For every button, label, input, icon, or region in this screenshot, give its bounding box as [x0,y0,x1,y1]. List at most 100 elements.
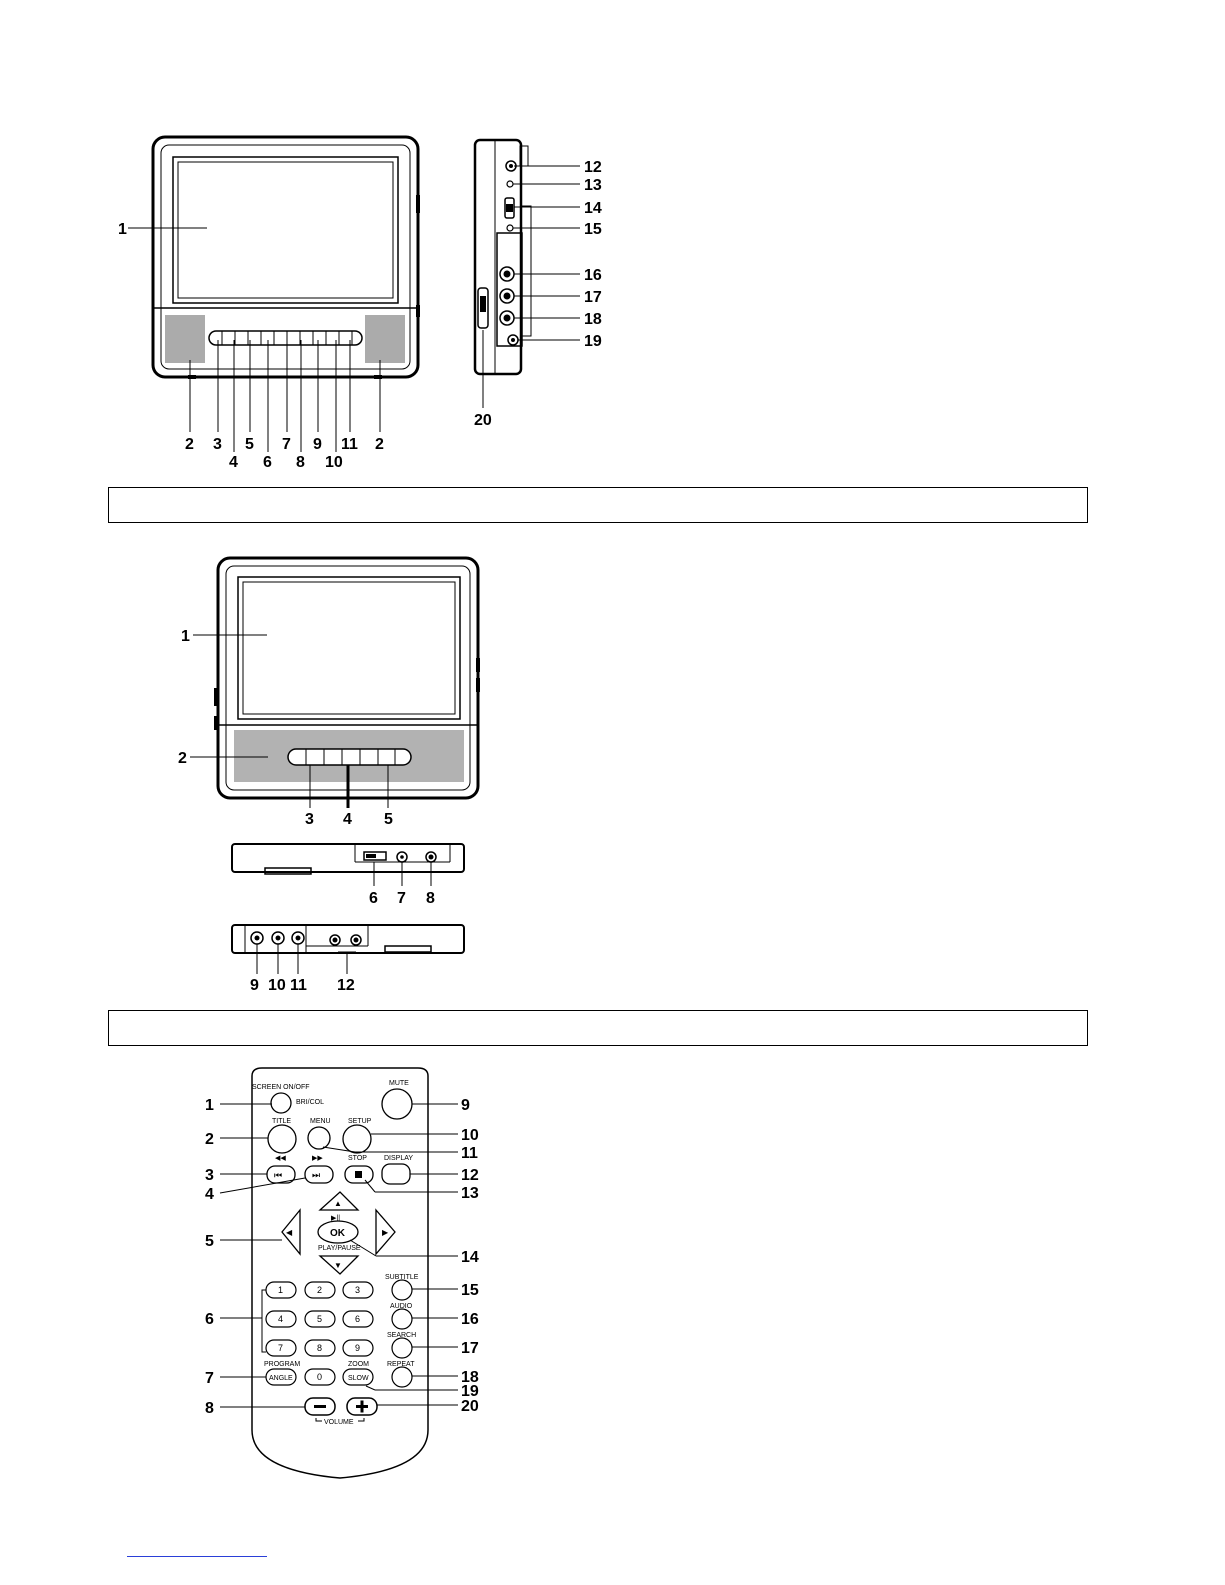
callout-2-left: 2 [185,436,194,453]
remote-callout-10: 10 [461,1127,479,1144]
callout-10: 10 [325,454,343,471]
callout-12: 12 [584,159,602,176]
callout-s2-4: 4 [343,811,352,828]
remote-callout-20: 20 [461,1398,479,1415]
label-menu: MENU [310,1118,331,1125]
callout-s2-3: 3 [305,811,314,828]
stop-icon [355,1171,362,1178]
digit-2-button[interactable] [304,1281,336,1299]
digit-9-label: 9 [355,1343,360,1353]
remote-callout-2: 2 [205,1131,214,1148]
up-button[interactable] [318,1191,360,1211]
label-screen-on-off: SCREEN ON/OFF [252,1084,310,1091]
search-button[interactable] [391,1337,413,1359]
label-display: DISPLAY [384,1155,413,1162]
prev-icon: ⏮ [274,1170,282,1180]
remote-callout-17: 17 [461,1340,479,1357]
callout-13: 13 [584,177,602,194]
second-unit-bottom-edge: 9 10 11 12 [231,924,465,994]
remote-callout-16: 16 [461,1311,479,1328]
digit-7-button[interactable] [265,1339,297,1357]
callout-16: 16 [584,267,602,284]
setup-button[interactable] [342,1124,372,1154]
ok-button[interactable] [317,1220,359,1244]
menu-button[interactable] [307,1126,331,1150]
callout-s2-1: 1 [181,628,190,645]
callout-s2-11: 11 [290,977,307,994]
callout-s2-7: 7 [397,890,406,907]
label-ok: OK [330,1228,346,1239]
section-header-box-2 [108,1010,1088,1046]
next-button[interactable] [304,1165,334,1184]
slow-button[interactable] [342,1368,374,1386]
number-pad: 1 2 3 4 5 6 7 8 9 0 [265,1281,374,1386]
digit-6-button[interactable] [342,1310,374,1328]
display-button[interactable] [381,1163,411,1185]
digit-0-button[interactable] [304,1368,336,1386]
digit-4-button[interactable] [265,1310,297,1328]
front-button-strip [208,330,363,346]
svg-text:◀◀: ◀◀ [275,1155,286,1162]
digit-0-label: 0 [317,1372,322,1382]
callout-s2-5: 5 [384,811,393,828]
remote-callout-7: 7 [205,1370,214,1387]
digit-8-label: 8 [317,1343,322,1353]
svg-text:▶▶: ▶▶ [312,1155,323,1162]
digit-7-label: 7 [278,1343,283,1353]
screen-button[interactable] [270,1092,292,1114]
remote-callout-14: 14 [461,1249,479,1266]
remote-callout-6: 6 [205,1311,214,1328]
right-arrow-icon: ▶ [382,1228,389,1237]
callout-17: 17 [584,289,602,306]
right-button[interactable] [375,1208,396,1256]
left-arrow-icon: ◀ [286,1228,293,1237]
label-repeat: REPEAT [387,1361,415,1368]
digit-5-label: 5 [317,1314,322,1324]
next-icon: ⏭ [312,1170,320,1180]
play-pause-icon: ▶|| [331,1215,340,1222]
second-unit-top-edge: 6 7 8 [231,843,465,907]
main-unit-side: 12 13 14 15 16 17 18 19 20 [473,138,602,429]
remote-control: SCREEN ON/OFF BRI/COL MUTE TITLE MENU SE… [205,1067,479,1479]
mute-button[interactable] [381,1088,413,1120]
section-header-box-1 [108,487,1088,523]
callout-8: 8 [296,454,305,471]
remote-callout-1: 1 [205,1097,214,1114]
down-button[interactable] [318,1255,360,1275]
remote-callout-18: 18 [461,1369,479,1386]
remote-callout-5: 5 [205,1233,214,1250]
stop-button[interactable] [344,1165,374,1184]
callout-s2-2: 2 [178,750,187,767]
digit-5-button[interactable] [304,1310,336,1328]
remote-callout-8: 8 [205,1400,214,1417]
label-mute: MUTE [389,1080,409,1087]
volume-up-button[interactable] [346,1397,378,1416]
minus-icon [314,1405,326,1408]
main-unit-front: 1 2 3 4 5 6 7 8 9 10 11 2 [118,135,420,471]
digit-3-button[interactable] [342,1281,374,1299]
down-arrow-icon: ▼ [334,1261,342,1270]
subtitle-button[interactable] [391,1279,413,1301]
digit-6-label: 6 [355,1314,360,1324]
remote-callout-3: 3 [205,1167,214,1184]
callout-18: 18 [584,311,602,328]
callout-s2-12: 12 [337,977,355,994]
digit-8-button[interactable] [304,1339,336,1357]
label-slow: SLOW [348,1375,369,1382]
digit-9-button[interactable] [342,1339,374,1357]
digit-2-label: 2 [317,1285,322,1295]
label-angle: ANGLE [269,1375,293,1382]
label-bri-col: BRI/COL [296,1099,324,1106]
audio-button[interactable] [391,1308,413,1330]
callout-14: 14 [584,200,602,217]
repeat-button[interactable] [391,1366,413,1388]
up-arrow-icon: ▲ [334,1199,342,1208]
label-setup: SETUP [348,1118,372,1125]
label-play-pause: PLAY/PAUSE [318,1245,361,1252]
digit-1-label: 1 [278,1285,283,1295]
remote-callout-19: 19 [461,1383,479,1400]
callout-20: 20 [474,412,492,429]
title-button[interactable] [267,1124,297,1154]
left-button[interactable] [281,1208,301,1256]
